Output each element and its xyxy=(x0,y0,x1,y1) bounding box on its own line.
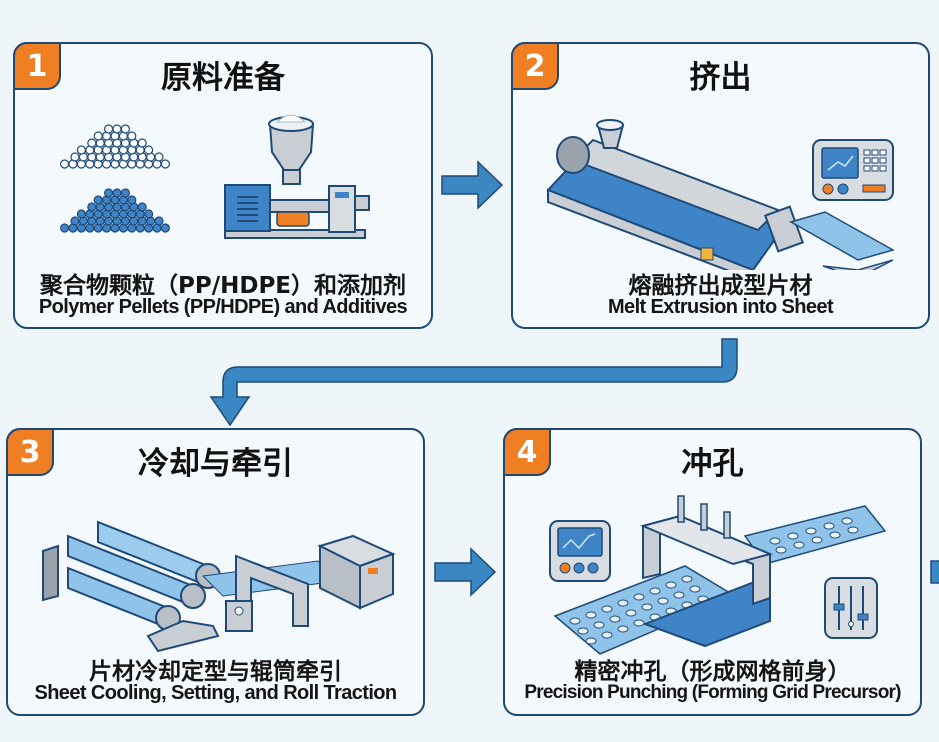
step-caption-en: Polymer Pellets (PP/HDPE) and Additives xyxy=(38,296,408,318)
pellet xyxy=(120,188,131,198)
punched-hole xyxy=(689,585,701,593)
punched-hole xyxy=(569,617,581,625)
step-illustration xyxy=(546,119,895,270)
punched-hole xyxy=(585,637,597,645)
arrow-step4-continues xyxy=(930,560,939,584)
punched-hole xyxy=(601,631,613,639)
sliders-icon xyxy=(824,577,878,639)
punched-hole xyxy=(625,609,637,617)
step-card-3: 3 冷却与牵引 片材冷却定型与辊筒牵引 Sheet Cooling, Setti… xyxy=(6,428,425,716)
step-title: 原料准备 xyxy=(161,60,285,96)
plastic-sheet-icon xyxy=(789,211,895,270)
pellet xyxy=(112,124,122,134)
punched-hole xyxy=(787,532,799,540)
step-title: 冷却与牵引 xyxy=(138,446,293,482)
punched-hole xyxy=(769,537,781,545)
punched-hole xyxy=(793,541,805,549)
step-card-2: 2 挤出 熔融 xyxy=(511,42,930,329)
step-card-4: 4 冲孔 xyxy=(503,428,922,716)
pellet xyxy=(120,124,131,134)
pellet xyxy=(76,145,87,155)
pellet xyxy=(87,202,97,212)
pellet xyxy=(144,209,154,219)
pellet xyxy=(137,138,147,148)
step-caption-zh: 片材冷却定型与辊筒牵引 xyxy=(89,659,342,685)
punched-hole xyxy=(775,546,787,554)
punched-hole xyxy=(681,575,693,583)
step-illustration xyxy=(549,495,887,655)
step-number-badge: 2 xyxy=(511,42,559,90)
punched-hole xyxy=(593,621,605,629)
step-caption-en: Melt Extrusion into Sheet xyxy=(607,296,834,318)
punch-press-icon xyxy=(639,495,774,648)
step-caption-zh: 聚合物颗粒（PP/HDPE）和添加剂 xyxy=(39,273,407,299)
punched-hole xyxy=(823,522,835,530)
punched-hole xyxy=(841,517,853,525)
pellet xyxy=(112,188,122,198)
pellet xyxy=(160,223,170,233)
punched-hole xyxy=(665,581,677,589)
punched-hole xyxy=(641,603,653,611)
step-caption-en: Sheet Cooling, Setting, and Roll Tractio… xyxy=(34,682,397,704)
pellet xyxy=(59,223,70,233)
pellet xyxy=(87,138,97,148)
pellet xyxy=(154,152,164,162)
pellet xyxy=(93,195,103,205)
punched-hole xyxy=(811,536,823,544)
punched-hole xyxy=(633,619,645,627)
monitor-icon xyxy=(549,520,611,582)
punched-hole xyxy=(617,599,629,607)
extruder-machine-icon xyxy=(546,119,804,270)
step-illustration xyxy=(59,114,370,239)
pellet xyxy=(93,131,103,141)
white-pellets-pile-icon xyxy=(59,124,170,169)
pellet xyxy=(76,209,87,219)
pellet xyxy=(70,152,80,162)
guide-frame-icon xyxy=(225,554,309,632)
hopper-mixer-machine-icon xyxy=(224,114,370,239)
cooling-rollers-icon xyxy=(42,520,221,653)
arrow-step2-to-step3 xyxy=(209,338,738,427)
step-number-badge: 1 xyxy=(13,42,61,90)
step-title: 挤出 xyxy=(689,60,752,96)
pellet xyxy=(59,159,70,169)
pellet xyxy=(144,145,154,155)
pellet xyxy=(103,124,114,134)
step-number-badge: 4 xyxy=(503,428,551,476)
control-panel-icon xyxy=(812,139,894,201)
punched-hole xyxy=(673,591,685,599)
pellet xyxy=(70,216,80,226)
arrow-step1-to-step2 xyxy=(441,160,504,210)
pellet xyxy=(127,131,137,141)
punched-hole xyxy=(805,527,817,535)
haul-off-unit-icon xyxy=(317,534,396,610)
pellet xyxy=(127,195,137,205)
step-caption-zh: 精密冲孔（形成网格前身） xyxy=(574,659,851,685)
punched-hole xyxy=(847,526,859,534)
punched-hole xyxy=(633,593,645,601)
pellet xyxy=(160,159,170,169)
step-title: 冲孔 xyxy=(681,446,744,482)
punched-hole xyxy=(609,615,621,623)
step-number-badge: 3 xyxy=(6,428,54,476)
punched-hole xyxy=(585,611,597,619)
step-caption-en: Precision Punching (Forming Grid Precurs… xyxy=(524,682,901,703)
arrow-step3-to-step4 xyxy=(434,547,497,597)
punched-hole xyxy=(829,531,841,539)
pellet xyxy=(137,202,147,212)
step-illustration xyxy=(42,520,396,653)
pellet xyxy=(103,188,114,198)
punched-hole xyxy=(649,587,661,595)
punched-hole xyxy=(577,627,589,635)
punched-hole xyxy=(657,597,669,605)
pellet xyxy=(154,216,164,226)
punched-hole xyxy=(601,605,613,613)
blue-pellets-pile-icon xyxy=(59,188,170,233)
punched-hole xyxy=(617,625,629,633)
step-card-1: 1 原料准备 聚合物颗粒（PP/HDPE）和添加剂 Polymer Pellet… xyxy=(13,42,433,329)
step-caption-zh: 熔融挤出成型片材 xyxy=(628,273,813,299)
